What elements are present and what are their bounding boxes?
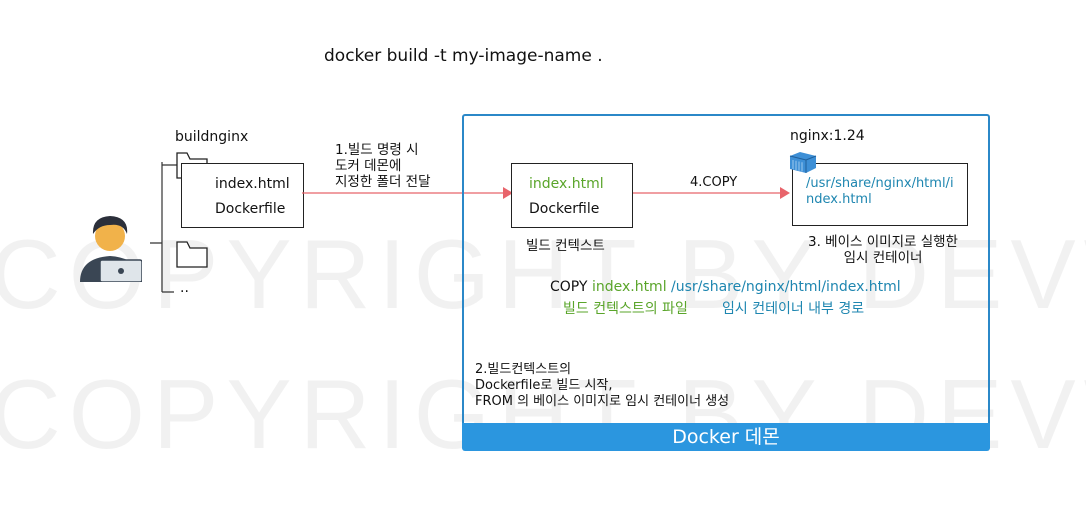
step2-line: Dockerfile로 빌드 시작, <box>475 378 613 393</box>
step2-line: FROM 의 베이스 이미지로 임시 컨테이너 생성 <box>475 394 730 409</box>
container-path: /usr/share/nginx/html/i ndex.html <box>806 176 954 208</box>
docker-daemon-label: Docker 데몬 <box>462 423 990 451</box>
folder-name: buildnginx <box>175 129 249 145</box>
build-context-box <box>511 163 633 228</box>
container-caption-line: 3. 베이스 이미지로 실행한 <box>808 234 958 250</box>
container-path-line: /usr/share/nginx/html/i <box>806 176 954 191</box>
container-path-line: ndex.html <box>806 192 872 207</box>
image-name: nginx:1.24 <box>790 128 865 144</box>
copy-keyword: COPY <box>550 279 588 295</box>
copy-arrow <box>632 187 790 199</box>
step2-line: 2.빌드컨텍스트의 <box>475 362 572 377</box>
step4-label: 4.COPY <box>690 175 738 190</box>
copy-destination: /usr/share/nginx/html/index.html <box>671 279 901 295</box>
step1-label: 1.빌드 명령 시 도커 데몬에 지정한 폴더 전달 <box>335 142 431 190</box>
copy-destination-label: 임시 컨테이너 내부 경로 <box>722 301 865 317</box>
copy-source-label: 빌드 컨텍스트의 파일 <box>563 301 688 317</box>
step1-line: 1.빌드 명령 시 <box>335 142 419 158</box>
step1-line: 지정한 폴더 전달 <box>335 174 431 190</box>
context-file-dockerfile: Dockerfile <box>529 201 600 217</box>
container-caption: 3. 베이스 이미지로 실행한 임시 컨테이너 <box>790 234 976 266</box>
parent-folder: .. <box>180 280 189 296</box>
step1-line: 도커 데몬에 <box>335 158 402 174</box>
transfer-arrow <box>302 187 513 199</box>
copy-source: index.html <box>591 279 667 295</box>
host-folder-box <box>181 163 304 228</box>
developer-icon <box>80 216 142 282</box>
step2-label: 2.빌드컨텍스트의 Dockerfile로 빌드 시작, FROM 의 베이스 … <box>475 362 729 410</box>
container-icon <box>789 152 817 173</box>
tree-connector <box>150 162 178 293</box>
container-box <box>792 163 968 226</box>
folder-icon <box>176 241 208 268</box>
build-context-label: 빌드 컨텍스트 <box>526 238 605 254</box>
build-command: docker build -t my-image-name . <box>324 46 603 66</box>
host-file-index: index.html <box>215 176 290 192</box>
context-file-index: index.html <box>529 176 604 192</box>
host-file-dockerfile: Dockerfile <box>215 201 286 217</box>
copy-instruction: COPY index.html /usr/share/nginx/html/in… <box>550 279 901 295</box>
container-caption-line: 임시 컨테이너 <box>843 250 923 266</box>
